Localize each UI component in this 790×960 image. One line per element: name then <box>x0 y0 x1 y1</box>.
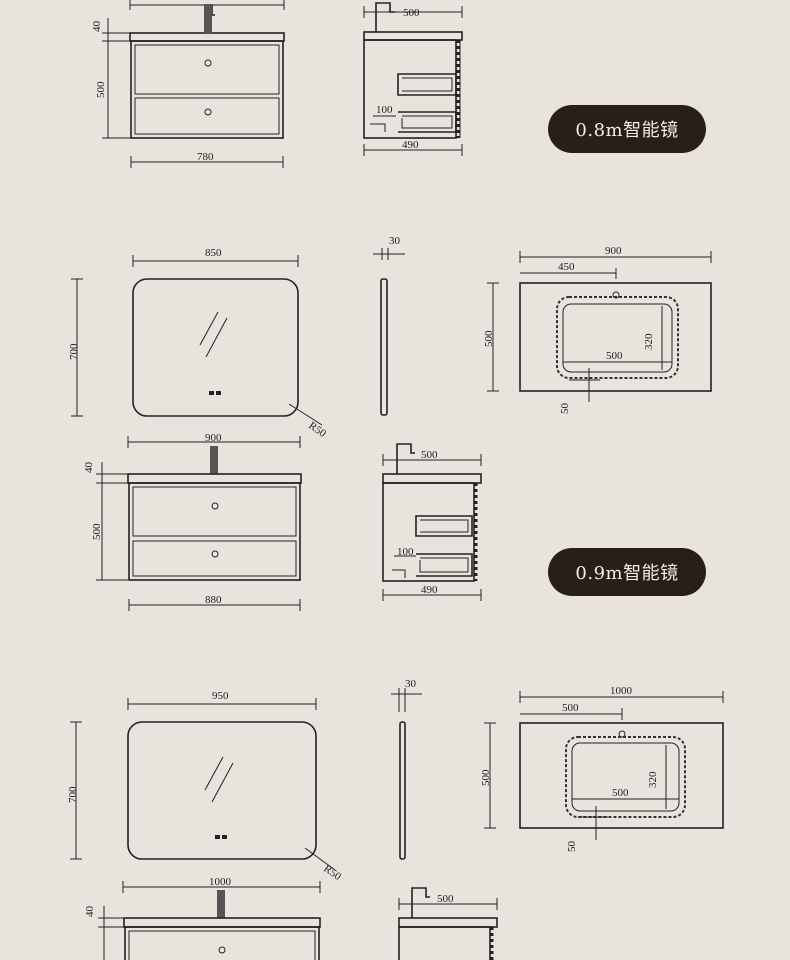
dim-basin-w: 900 <box>605 245 622 257</box>
dim-mirror-thick: 30 <box>389 235 401 247</box>
mirror-front-0-9m: 850 700 R50 <box>68 247 329 440</box>
dim-side-step-09: 100 <box>397 546 414 558</box>
dim-side-depth-09: 490 <box>421 584 438 596</box>
dim-cab-h: 500 <box>95 81 107 98</box>
dim-bowl-w: 500 <box>606 350 623 362</box>
dim-basin-h-1m: 500 <box>480 769 492 786</box>
mirror-front-1m: 950 700 R50 <box>67 690 344 883</box>
cabinet-front-0-8m: 40 500 780 <box>91 0 285 168</box>
dim-basin-half-1m: 500 <box>562 702 579 714</box>
dim-cab-w-09: 880 <box>205 594 222 606</box>
size-badge-0-8m: 0.8m智能镜 <box>548 105 706 153</box>
dim-side-w: 500 <box>403 7 420 19</box>
dim-basin-half: 450 <box>558 261 575 273</box>
dim-cab-h-09: 500 <box>91 523 103 540</box>
mirror-side-0-9m: 30 <box>373 235 405 416</box>
dim-mirror-w: 850 <box>205 247 222 259</box>
dim-mirror-w-1m: 950 <box>212 690 229 702</box>
dim-cab-w: 780 <box>197 151 214 163</box>
dim-bowl-h: 320 <box>643 333 655 350</box>
dim-side-step: 100 <box>376 104 393 116</box>
dim-cab-top-h-09: 40 <box>83 462 95 474</box>
dim-cab-w-top-1m: 1000 <box>209 876 232 888</box>
cabinet-side-0-9m: 500 100 490 <box>382 443 482 601</box>
dim-cab-w-top: 900 <box>205 432 222 444</box>
dim-mirror-thick-1m: 30 <box>405 678 417 690</box>
dim-cab-top-h: 40 <box>91 21 103 33</box>
cabinet-front-0-9m: 900 40 500 880 <box>83 432 302 611</box>
dim-side-depth: 490 <box>402 139 419 151</box>
dim-bowl-h-1m: 320 <box>647 771 659 788</box>
dim-mirror-h-1m: 700 <box>67 786 79 803</box>
dim-mirror-r: R50 <box>306 420 328 441</box>
size-badge-0-9m: 0.9m智能镜 <box>548 548 706 596</box>
mirror-side-1m: 30 <box>391 678 422 860</box>
dim-side-w-09: 500 <box>421 449 438 461</box>
dim-bowl-off-1m: 50 <box>566 841 578 853</box>
dim-basin-w-1m: 1000 <box>610 685 633 697</box>
cabinet-front-1m: 1000 40 <box>84 876 321 960</box>
basin-top-0-9m: 900 450 320 500 500 50 <box>483 245 712 415</box>
dim-basin-h: 500 <box>483 330 495 347</box>
dim-bowl-w-1m: 500 <box>612 787 629 799</box>
dim-cab-top-h-1m: 40 <box>84 906 96 918</box>
cabinet-side-1m: 500 <box>398 887 498 960</box>
basin-top-1m: 1000 500 320 500 500 50 <box>480 685 724 853</box>
dim-mirror-h: 700 <box>68 343 80 360</box>
dim-mirror-r-1m: R50 <box>321 863 343 884</box>
dim-side-w-1m: 500 <box>437 893 454 905</box>
dim-bowl-off: 50 <box>559 403 571 415</box>
cabinet-side-0-8m: 500 100 490 <box>363 2 463 156</box>
